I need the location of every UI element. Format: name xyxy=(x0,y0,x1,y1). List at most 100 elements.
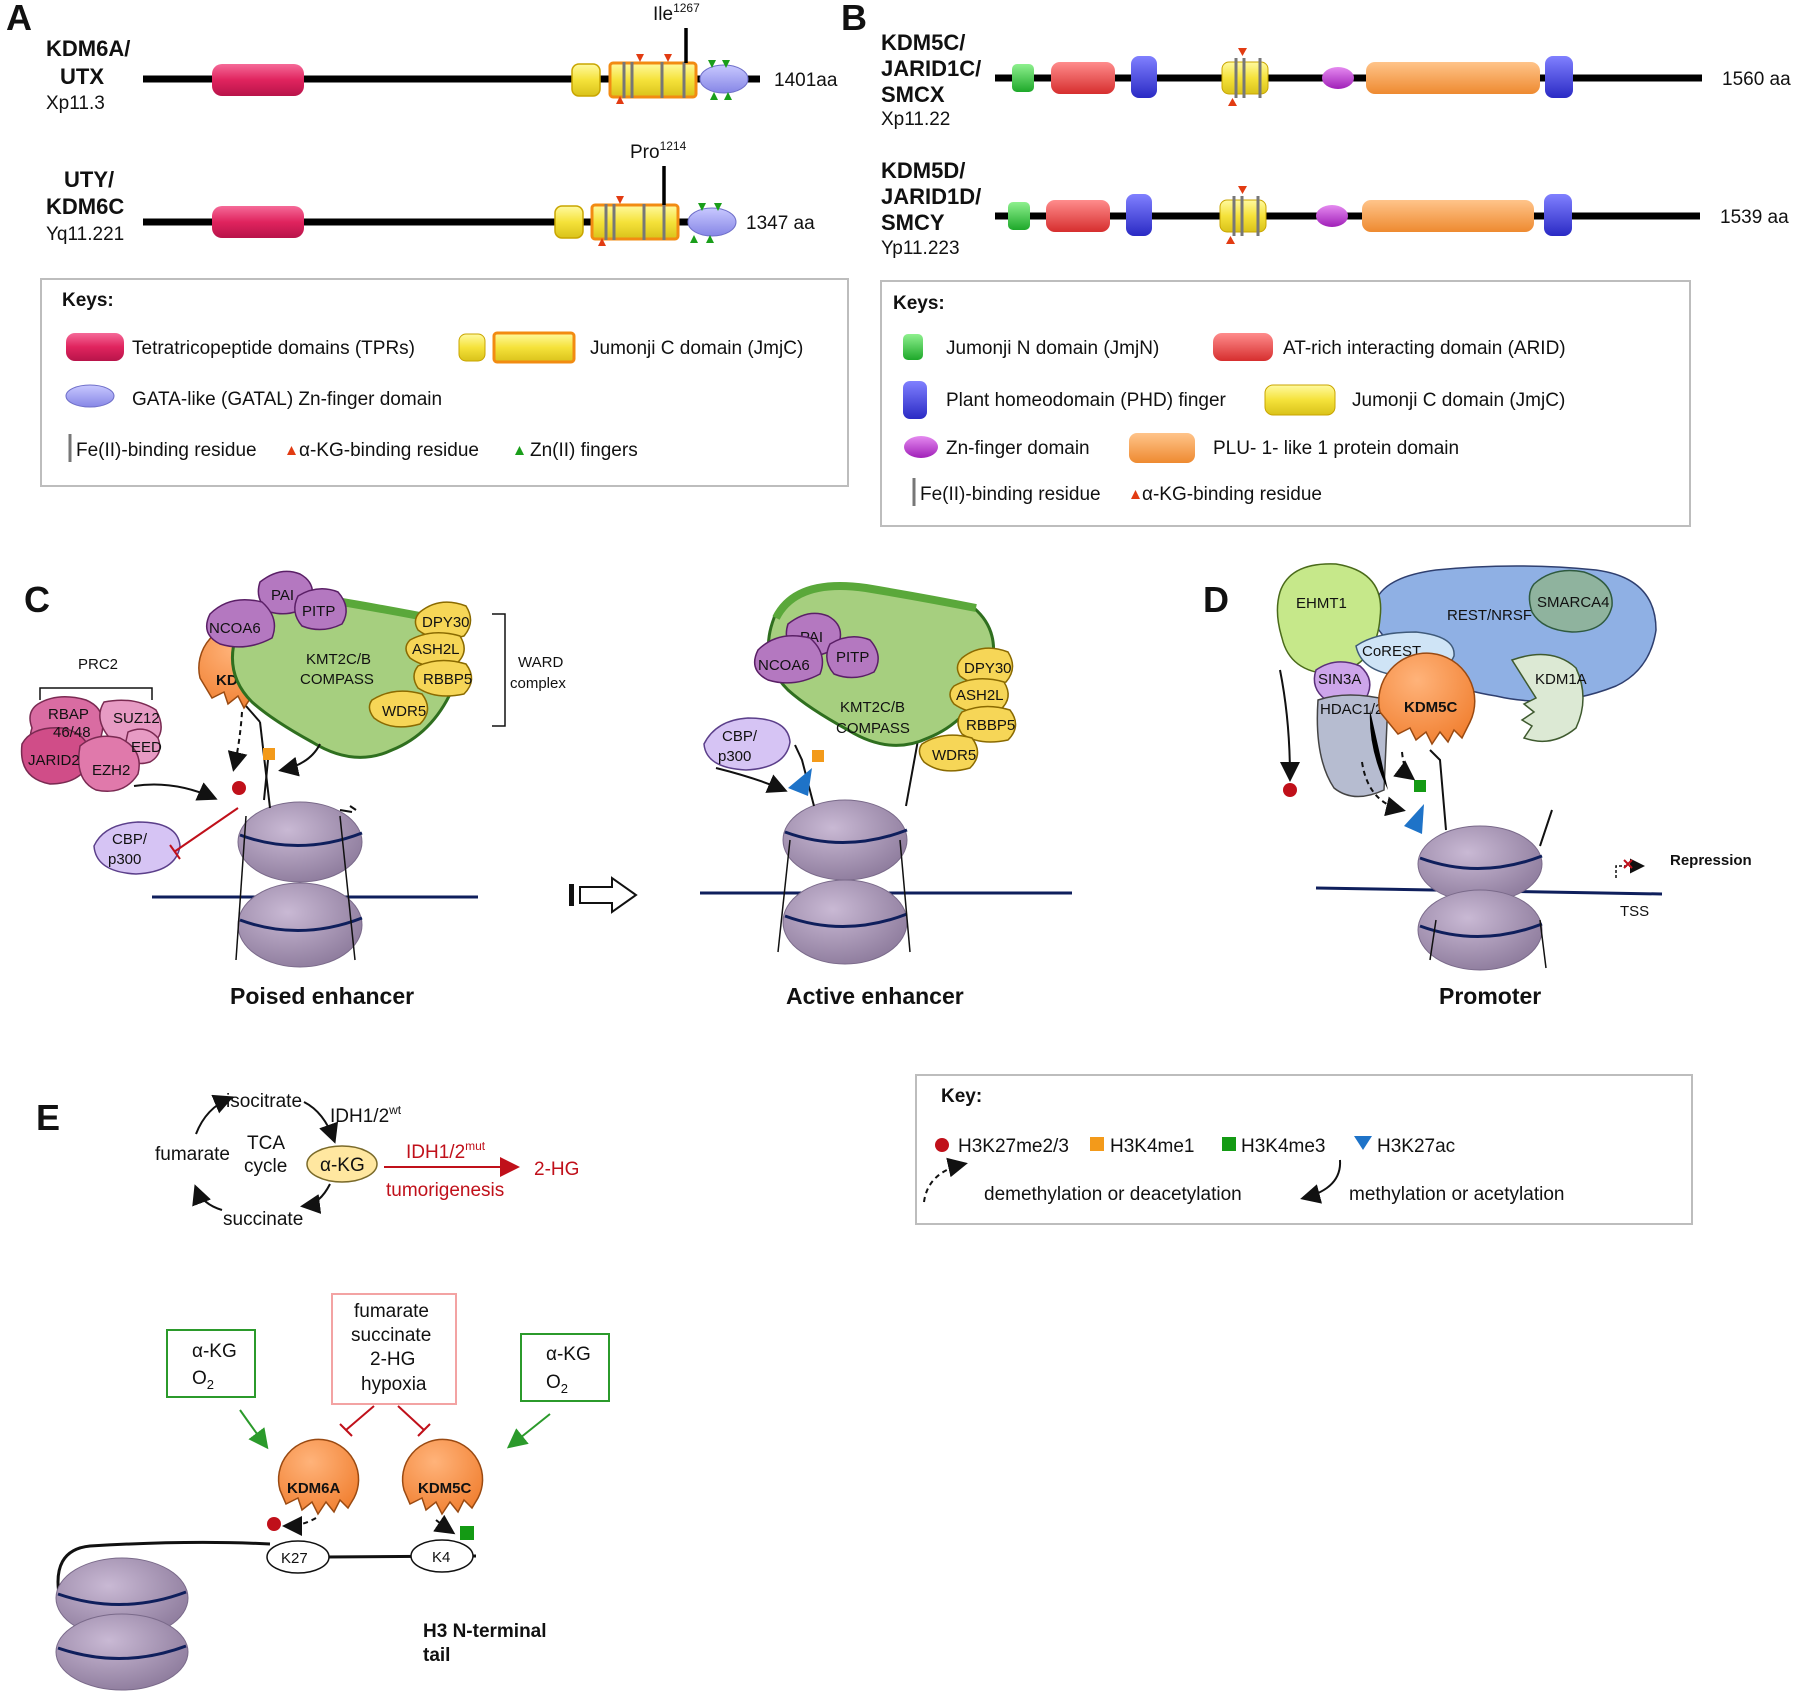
svg-text:PLU- 1- like 1 protein domain: PLU- 1- like 1 protein domain xyxy=(1213,438,1459,459)
locus: Yq11.221 xyxy=(46,224,124,245)
svg-text:WARD: WARD xyxy=(518,654,563,671)
svg-text:fumarate: fumarate xyxy=(155,1144,230,1165)
kdm5c-enzyme xyxy=(401,1438,484,1516)
o2-label: O2 xyxy=(192,1368,214,1392)
svg-text:Plant homeodomain (PHD) finger: Plant homeodomain (PHD) finger xyxy=(946,390,1227,411)
svg-text:fumarate: fumarate xyxy=(354,1301,429,1322)
svg-text:Fe(II)-binding residue: Fe(II)-binding residue xyxy=(76,440,257,461)
svg-text:PRC2: PRC2 xyxy=(78,656,118,673)
jmjc-domain xyxy=(571,63,601,97)
svg-text:Poised enhancer: Poised enhancer xyxy=(230,983,414,1009)
panel-b-label: B xyxy=(841,0,867,38)
svg-text:H3K27me2/3: H3K27me2/3 xyxy=(958,1136,1069,1157)
svg-text:Fe(II)-binding residue: Fe(II)-binding residue xyxy=(920,484,1101,505)
svg-text:SMCY: SMCY xyxy=(881,210,945,235)
svg-text:DPY30: DPY30 xyxy=(964,660,1012,677)
h3k27ac-mark xyxy=(788,768,812,796)
svg-text:Tetratricopeptide domains (TPR: Tetratricopeptide domains (TPRs) xyxy=(132,338,415,359)
svg-text:tail: tail xyxy=(423,1645,450,1666)
svg-text:SMARCA4: SMARCA4 xyxy=(1537,594,1610,611)
svg-text:Key:: Key: xyxy=(941,1086,982,1107)
svg-text:EED: EED xyxy=(131,739,162,756)
svg-text:KDM5D/: KDM5D/ xyxy=(881,158,965,183)
h3k27me3-mark xyxy=(1283,783,1297,797)
protein-length: 1347 aa xyxy=(746,213,815,234)
svg-text:α-KG: α-KG xyxy=(546,1344,591,1365)
svg-text:TSS: TSS xyxy=(1620,903,1649,920)
svg-text:CBP/: CBP/ xyxy=(112,831,148,848)
panel-a-key-box: Keys: Tetratricopeptide domains (TPRs) J… xyxy=(40,278,849,487)
svg-text:TCA: TCA xyxy=(247,1133,285,1154)
svg-text:Jumonji C domain (JmjC): Jumonji C domain (JmjC) xyxy=(1352,390,1565,411)
h3k4me3-mark xyxy=(1414,780,1426,792)
svg-text:SUZ12: SUZ12 xyxy=(113,710,160,727)
panel-e-label: E xyxy=(36,1097,60,1138)
svg-text:JARID2: JARID2 xyxy=(28,752,80,769)
jmjc-domain xyxy=(554,205,584,239)
protein-name: UTY/ xyxy=(64,167,114,192)
svg-text:α-KG-binding residue: α-KG-binding residue xyxy=(299,440,479,461)
svg-text:Keys:: Keys: xyxy=(62,290,114,311)
h3k4me1-mark xyxy=(263,748,275,760)
svg-text:KDM5C: KDM5C xyxy=(418,1480,472,1497)
svg-text:PITP: PITP xyxy=(836,649,869,666)
kdm5c-enzyme xyxy=(1378,652,1476,746)
locus: Xp11.3 xyxy=(46,93,105,114)
svg-text:RBBP5: RBBP5 xyxy=(423,671,472,688)
svg-text:KMT2C/B: KMT2C/B xyxy=(306,651,371,668)
svg-text:GATA-like (GATAL) Zn-finger do: GATA-like (GATAL) Zn-finger domain xyxy=(132,389,442,410)
svg-text:1560 aa: 1560 aa xyxy=(1722,69,1791,90)
svg-text:KMT2C/B: KMT2C/B xyxy=(840,699,905,716)
svg-text:methylation or acetylation: methylation or acetylation xyxy=(1349,1184,1564,1205)
panel-d-label: D xyxy=(1203,579,1229,620)
protein-length: 1401aa xyxy=(774,70,838,91)
tca-cycle-diagram: isocitrate fumarate TCA cycle succinate … xyxy=(155,1091,579,1230)
h3-tail-diagram: α-KG O2 fumarate succinate 2-HG hypoxia … xyxy=(55,1293,610,1691)
h3k4me3-mark xyxy=(460,1526,474,1540)
kdm6a-protein-map: KDM6A/ UTX Xp11.3 Ile1267 1401aa xyxy=(46,1,838,114)
svg-text:PITP: PITP xyxy=(302,603,335,620)
o2-label: O2 xyxy=(546,1372,568,1396)
svg-text:Yp11.223: Yp11.223 xyxy=(881,238,960,259)
poised-enhancer-diagram: PRC2 RBAP 46/48 SUZ12 EED JARID2 EZH2 KD… xyxy=(20,570,566,1009)
kdm5c-protein-map: KDM5C/ JARID1C/ SMCX Xp11.22 1560 aa xyxy=(881,30,1791,130)
svg-text:p300: p300 xyxy=(718,748,751,765)
svg-text:WDR5: WDR5 xyxy=(932,747,976,764)
svg-text:cycle: cycle xyxy=(244,1156,287,1177)
svg-text:p300: p300 xyxy=(108,851,141,868)
svg-text:RBAP: RBAP xyxy=(48,706,89,723)
svg-text:K27: K27 xyxy=(281,1550,308,1567)
svg-text:KDM1A: KDM1A xyxy=(1535,671,1587,688)
svg-text:NCOA6: NCOA6 xyxy=(209,620,261,637)
active-enhancer-diagram: KMT2C/B COMPASS PAI PITP NCOA6 DPY30 ASH… xyxy=(700,582,1072,1009)
tpr-domain xyxy=(212,206,304,238)
svg-text:KDM5C: KDM5C xyxy=(1404,699,1458,716)
svg-text:K4: K4 xyxy=(432,1549,450,1566)
svg-text:CBP/: CBP/ xyxy=(722,728,758,745)
akg-node xyxy=(306,1145,378,1183)
cbp-p300 xyxy=(93,821,181,875)
svg-text:Jumonji C domain (JmjC): Jumonji C domain (JmjC) xyxy=(590,338,803,359)
svg-text:DPY30: DPY30 xyxy=(422,614,470,631)
svg-text:Promoter: Promoter xyxy=(1439,983,1541,1009)
h3k27ac-mark xyxy=(1404,804,1424,834)
svg-text:α-KG-binding residue: α-KG-binding residue xyxy=(1142,484,1322,505)
svg-text:H3K27ac: H3K27ac xyxy=(1377,1136,1455,1157)
transition-arrow xyxy=(569,876,638,914)
svg-text:Xp11.22: Xp11.22 xyxy=(881,109,950,130)
svg-text:JARID1C/: JARID1C/ xyxy=(881,56,981,81)
svg-text:SIN3A: SIN3A xyxy=(1318,671,1361,688)
svg-text:2-HG: 2-HG xyxy=(370,1349,415,1370)
svg-text:EZH2: EZH2 xyxy=(92,762,130,779)
svg-text:RBBP5: RBBP5 xyxy=(966,717,1015,734)
svg-text:KDM6A: KDM6A xyxy=(287,1480,341,1497)
residue-label: Pro1214 xyxy=(630,139,687,163)
svg-text:H3K4me3: H3K4me3 xyxy=(1241,1136,1326,1157)
svg-text:Keys:: Keys: xyxy=(893,293,945,314)
svg-text:Active enhancer: Active enhancer xyxy=(786,983,964,1009)
gatal-domain xyxy=(687,207,737,237)
svg-text:succinate: succinate xyxy=(223,1209,303,1230)
svg-text:complex: complex xyxy=(510,675,566,692)
svg-text:HDAC1/2: HDAC1/2 xyxy=(1320,701,1383,718)
